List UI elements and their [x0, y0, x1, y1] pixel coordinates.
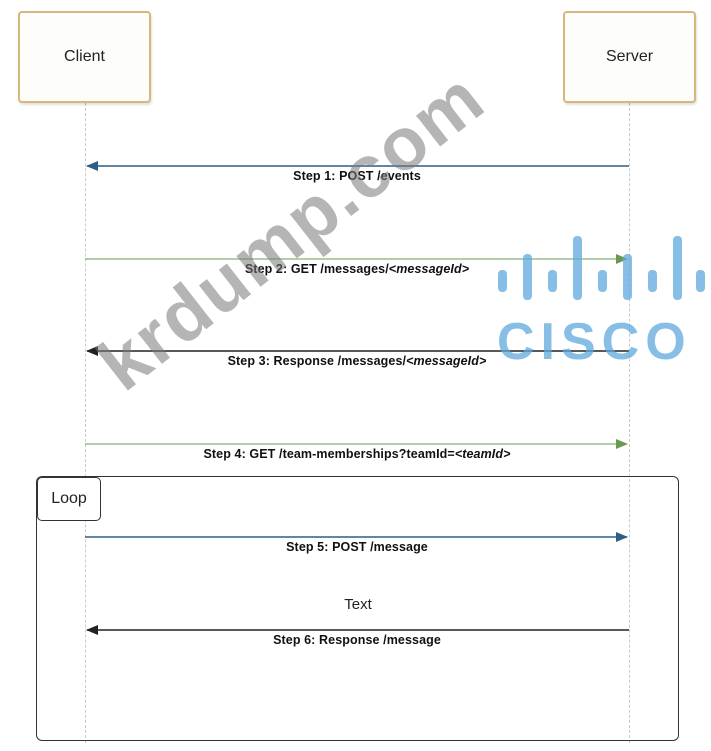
step-1-label: Step 1: POST /events: [293, 169, 421, 183]
loop-label: Loop: [51, 490, 87, 507]
step-4-label: Step 4: GET /team-memberships?teamId=<te…: [203, 447, 511, 461]
server-participant: Server: [563, 11, 696, 103]
server-label: Server: [605, 48, 654, 65]
client-participant: Client: [18, 11, 151, 103]
client-label: Client: [64, 48, 105, 65]
step-3-label: Step 3: Response /messages/<messageId>: [227, 354, 487, 368]
client-lifeline: [85, 103, 86, 743]
loop-tag: Loop: [37, 477, 101, 521]
loop-note: Text: [344, 596, 372, 613]
loop-frame: [36, 476, 679, 741]
step-5-label: Step 5: POST /message: [286, 540, 428, 554]
step-6-label: Step 6: Response /message: [273, 633, 441, 647]
step-2-label: Step 2: GET /messages/<messageId>: [244, 262, 470, 276]
server-lifeline: [629, 103, 630, 743]
